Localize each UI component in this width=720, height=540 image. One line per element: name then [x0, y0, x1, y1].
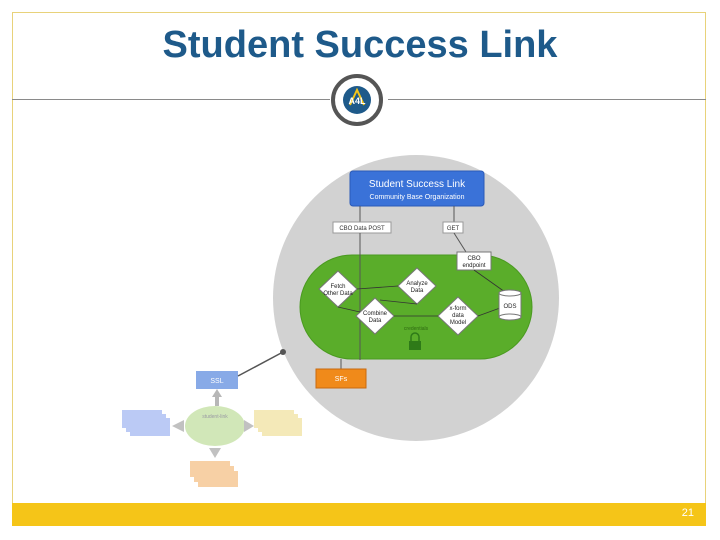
ssl-box [196, 371, 238, 389]
title-rule-right [388, 99, 706, 100]
cbo-post-label-box [332, 221, 392, 234]
analyze-line1: Analyze [406, 281, 428, 287]
slide-title: Student Success Link [162, 24, 558, 66]
combine-line1: Combine [363, 311, 388, 317]
a4l-logo: A4L [331, 74, 383, 126]
processing-oval [299, 254, 533, 360]
ods-label: ODS [503, 304, 516, 310]
cbo-endpoint-line1: CBO [467, 256, 480, 262]
xform-model-node [437, 296, 479, 336]
ssl-header-subtitle: Community Base Organization [370, 194, 465, 201]
xform-line3: Model [450, 320, 466, 326]
fetch-line2: Other Data [323, 291, 353, 297]
get-label-box [442, 221, 464, 234]
footer-bar: 21 [12, 503, 706, 526]
credentials-label: credentials [404, 326, 429, 332]
cbo-post-label: CBO Data POST [339, 226, 385, 232]
xform-line1: x-form [450, 306, 467, 312]
ods-database-icon [498, 289, 522, 321]
logo-text: A4L [348, 96, 366, 106]
title-rule-left [12, 99, 330, 100]
sif-network-cluster: SSL student-link [122, 371, 302, 487]
combine-line2: Data [369, 318, 382, 324]
hub-node [185, 406, 245, 446]
get-label: GET [447, 226, 460, 232]
analyze-line2: Data [411, 288, 424, 294]
ssl-header-box [349, 170, 485, 207]
lock-icon [409, 332, 421, 350]
fetch-line1: Fetch [330, 284, 345, 290]
xform-line2: data [452, 313, 464, 319]
hub-label: student-link [202, 414, 228, 420]
cbo-endpoint-line2: endpoint [462, 263, 485, 269]
ssl-label: SSL [210, 378, 223, 385]
combine-data-node [355, 297, 395, 335]
sfs-label: SFs [335, 376, 348, 383]
sfs-box [315, 368, 367, 389]
page-number: 21 [681, 507, 694, 519]
ssl-header-title: Student Success Link [369, 179, 466, 190]
